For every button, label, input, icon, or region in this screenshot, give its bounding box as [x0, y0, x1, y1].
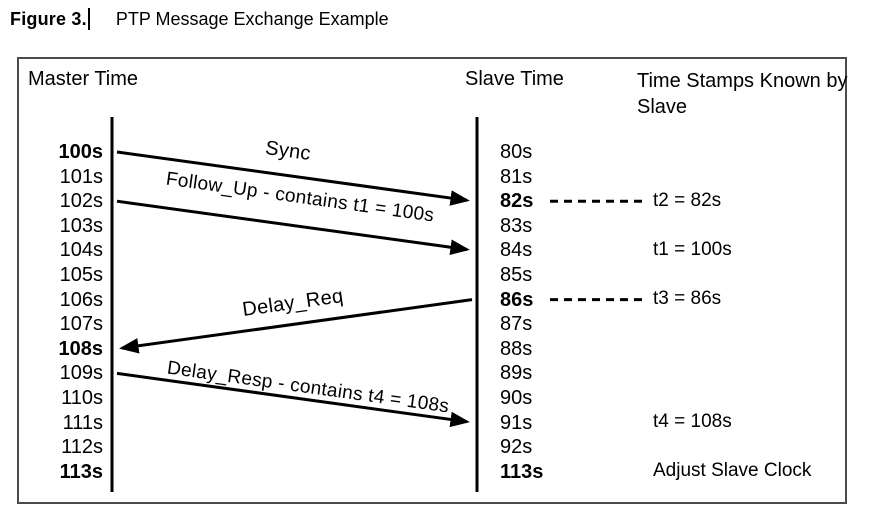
slave-time-row: 83s	[500, 214, 533, 237]
slave-time-row: 86s	[500, 288, 534, 311]
timestamps-known-header: Time Stamps Known by Slave	[637, 70, 848, 118]
master-time-row: 100s	[58, 141, 104, 163]
master-time-row: 102s	[59, 190, 103, 213]
figure-title: PTP Message Exchange Example	[115, 8, 389, 29]
slave-time-row: 88s	[500, 337, 533, 360]
annotation-t2: t2 = 82s	[653, 190, 722, 211]
master-time-row: 104s	[59, 239, 103, 262]
master-time-row: 113s	[59, 460, 103, 483]
slave-time-row: 81s	[500, 165, 533, 188]
slave-time-row: 90s	[500, 386, 533, 409]
slave-time-row: 92s	[500, 436, 533, 459]
message-exchange-wires	[110, 117, 646, 492]
slave-time-column: 80s 81s 82s 83s 84s 85s 86s 87s 88s 89s …	[500, 140, 620, 484]
annotation-adjust-clock: Adjust Slave Clock	[653, 460, 812, 481]
slave-time-row: 113s	[500, 460, 544, 483]
annotation-t1: t1 = 100s	[653, 239, 732, 260]
follow-up-arrow	[116, 199, 470, 255]
master-time-row: 111s	[62, 411, 103, 434]
slave-time-row: 82s	[500, 190, 534, 213]
master-time-row: 107s	[59, 313, 103, 336]
sync-arrow	[116, 150, 470, 206]
slave-time-row: 84s	[500, 239, 533, 262]
delay-req-arrow	[119, 298, 473, 354]
ptp-message-exchange-diagram: Master Time Slave Time Time Stamps Known…	[17, 57, 847, 504]
slave-time-row: 80s	[500, 141, 533, 163]
slave-time-row: 89s	[500, 362, 533, 385]
master-time-column: 100s 101s 102s 103s 104s 105s 106s 107s …	[19, 140, 104, 484]
master-time-row: 110s	[61, 386, 103, 409]
slave-time-row: 91s	[500, 411, 533, 434]
master-time-header: Master Time	[28, 68, 139, 90]
master-time-row: 112s	[61, 436, 103, 459]
slave-time-row: 87s	[500, 313, 533, 336]
master-time-row: 109s	[59, 362, 103, 385]
figure-number: Figure 3.	[10, 8, 87, 29]
slave-time-header: Slave Time	[465, 68, 564, 90]
master-time-row: 105s	[59, 263, 103, 286]
text-cursor	[87, 8, 90, 30]
master-time-row: 101s	[59, 165, 103, 188]
slave-time-row: 85s	[500, 263, 533, 286]
annotation-t3: t3 = 86s	[653, 288, 722, 309]
master-time-row: 103s	[59, 214, 103, 237]
delay-resp-arrow	[116, 371, 470, 428]
annotation-t4: t4 = 108s	[653, 411, 732, 432]
master-time-row: 108s	[58, 337, 104, 360]
master-time-row: 106s	[59, 288, 103, 311]
figure-caption: Figure 3. PTP Message Exchange Example	[10, 8, 389, 30]
